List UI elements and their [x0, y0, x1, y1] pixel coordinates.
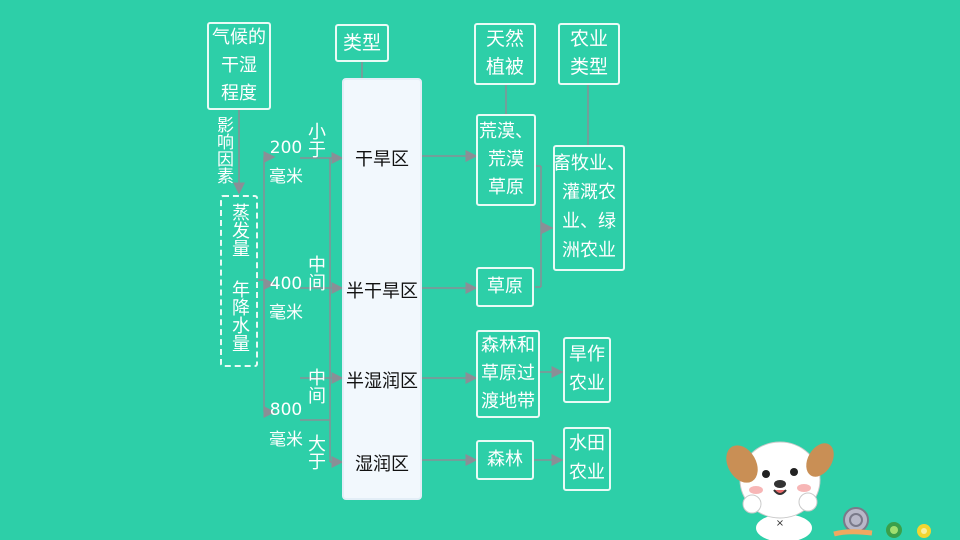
type-header: 类型	[342, 32, 381, 54]
threshold-less-label: 小于	[305, 122, 326, 158]
vegetation-header-line-2: 植被	[485, 56, 524, 78]
threshold-800-unit: 毫米	[269, 430, 303, 450]
threshold-800-value: 800	[269, 400, 303, 420]
vegetation-desert-line-2: 荒漠	[488, 149, 524, 170]
factor-label: 影响因素	[213, 116, 233, 184]
climate-line-2: 干湿	[221, 55, 257, 76]
cartoon-dog-icon: ×	[726, 441, 834, 540]
vegetation-grassland: 草原	[487, 276, 523, 297]
zone-humid: 湿润区	[355, 454, 409, 475]
zones-panel	[342, 78, 422, 500]
zone-semi-arid: 半干旱区	[346, 281, 418, 302]
agriculture-header-line-2: 类型	[569, 56, 608, 78]
vegetation-desert-box	[476, 114, 536, 206]
threshold-200-unit: 毫米	[269, 167, 303, 187]
agriculture-dryland-box	[563, 337, 611, 403]
snail-icon	[833, 507, 931, 538]
factors-box	[220, 195, 258, 367]
agriculture-header-box	[558, 23, 620, 85]
threshold-middle-label-2: 中间	[305, 368, 326, 404]
vegetation-grassland-box	[476, 267, 534, 307]
threshold-400-value: 400	[269, 274, 303, 294]
threshold-middle-label-1: 中间	[305, 255, 326, 291]
agriculture-pastoral-box	[553, 145, 625, 271]
vegetation-forest: 森林	[487, 449, 523, 470]
agriculture-paddy-box	[563, 427, 611, 491]
factor-precipitation: 年降水量	[229, 280, 250, 352]
threshold-200-value: 200	[269, 138, 303, 158]
type-header-box	[335, 24, 389, 62]
factor-evaporation: 蒸发量	[229, 203, 250, 257]
climate-box	[207, 22, 271, 110]
vegetation-header-line-1: 天然	[485, 28, 524, 50]
threshold-greater-label: 大于	[305, 434, 326, 470]
agriculture-pastoral-line-2: 灌溉农	[562, 182, 616, 203]
vegetation-forest-box	[476, 440, 534, 480]
agriculture-paddy-line-1: 水田	[569, 433, 605, 454]
agriculture-pastoral-line-4: 洲农业	[562, 240, 616, 261]
threshold-400-unit: 毫米	[269, 303, 303, 323]
climate-line-3: 程度	[221, 83, 257, 104]
vegetation-header-box	[474, 23, 536, 85]
agriculture-paddy-line-2: 农业	[569, 462, 605, 483]
vegetation-desert-line-3: 草原	[488, 177, 524, 198]
climate-line-1: 气候的	[212, 27, 266, 48]
agriculture-header-line-1: 农业	[569, 28, 608, 50]
agriculture-pastoral-line-3: 业、绿	[562, 211, 616, 232]
zone-semi-humid: 半湿润区	[346, 371, 418, 392]
agriculture-pastoral-line-1: 畜牧业、	[553, 153, 625, 174]
agriculture-dryland-line-1: 旱作	[569, 344, 605, 365]
vegetation-desert-line-1: 荒漠、	[479, 121, 533, 142]
svg-text:×: ×	[776, 518, 784, 529]
vegetation-transition-line-1: 森林和	[481, 335, 535, 356]
zone-arid: 干旱区	[355, 149, 409, 170]
vegetation-transition-line-3: 渡地带	[481, 391, 535, 412]
vegetation-transition-box	[476, 330, 540, 418]
vegetation-transition-line-2: 草原过	[481, 363, 535, 384]
agriculture-dryland-line-2: 农业	[569, 373, 605, 394]
